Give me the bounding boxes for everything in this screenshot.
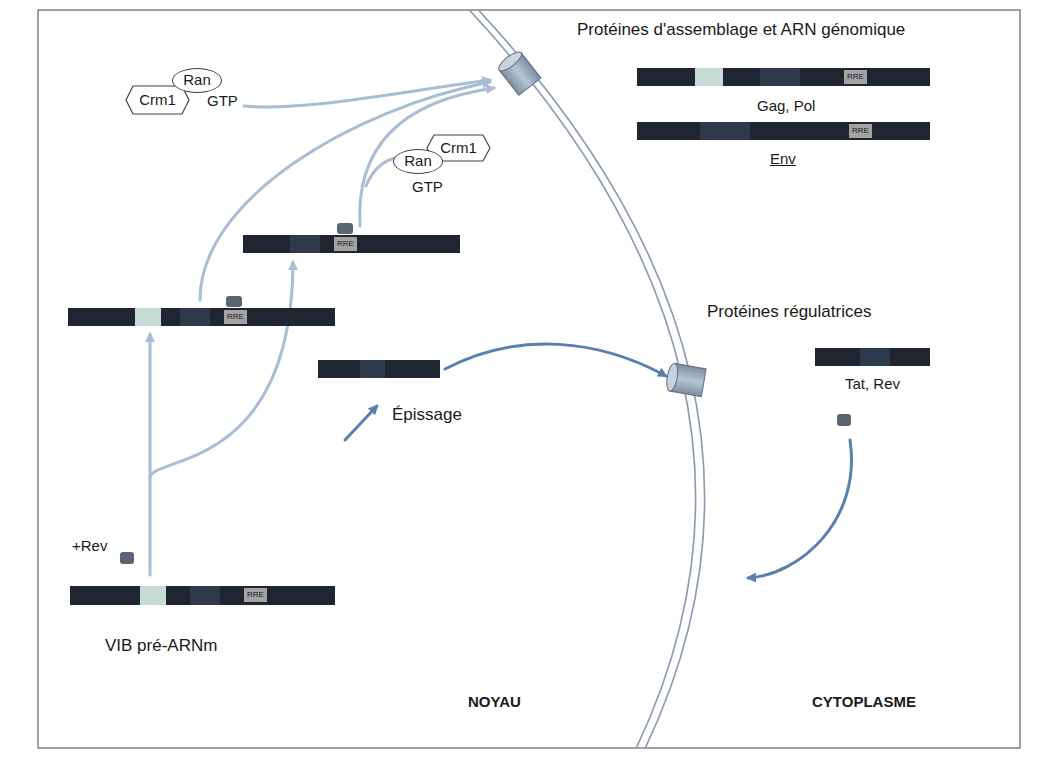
rna-bars xyxy=(68,68,930,605)
protein-label: +Rev xyxy=(72,537,107,554)
transcript-label: Env xyxy=(770,150,796,167)
transport-arrows xyxy=(150,80,852,578)
node-text: Ran xyxy=(404,153,432,170)
rre-box: RRE xyxy=(244,588,267,602)
compartment-label: NOYAU xyxy=(468,693,521,710)
transcript-label: Tat, Rev xyxy=(845,375,900,392)
node-text: Ran xyxy=(183,72,211,89)
transcript-label: VIB pré-ARNm xyxy=(105,636,217,656)
rre-box: RRE xyxy=(334,237,357,251)
node-text: RRE xyxy=(852,127,869,136)
node-text: RRE xyxy=(847,73,864,82)
rev-protein xyxy=(120,223,851,564)
rre-box: RRE xyxy=(224,310,247,324)
compartment-label: CYTOPLASME xyxy=(812,693,916,710)
section-heading: Protéines régulatrices xyxy=(707,302,871,322)
gtp-label: GTP xyxy=(412,178,443,195)
rre-box: RRE xyxy=(844,70,867,84)
nuclear-pore xyxy=(496,49,541,95)
node-text: RRE xyxy=(337,240,354,249)
transcript-label: Gag, Pol xyxy=(757,97,815,114)
node-text: Crm1 xyxy=(139,92,176,109)
node-text: RRE xyxy=(247,591,264,600)
node-text: RRE xyxy=(227,313,244,322)
section-heading: Protéines d'assemblage et ARN génomique xyxy=(577,20,905,40)
ran-ellipse: Ran xyxy=(172,68,222,93)
frame xyxy=(38,10,1020,748)
process-label: Épissage xyxy=(392,405,462,425)
nuclear-membrane xyxy=(460,10,705,748)
gtp-label: GTP xyxy=(207,92,238,109)
rre-box: RRE xyxy=(849,124,872,138)
ran-ellipse: Ran xyxy=(393,149,443,174)
node-text: Crm1 xyxy=(440,140,477,157)
nuclear-pore xyxy=(665,363,706,397)
